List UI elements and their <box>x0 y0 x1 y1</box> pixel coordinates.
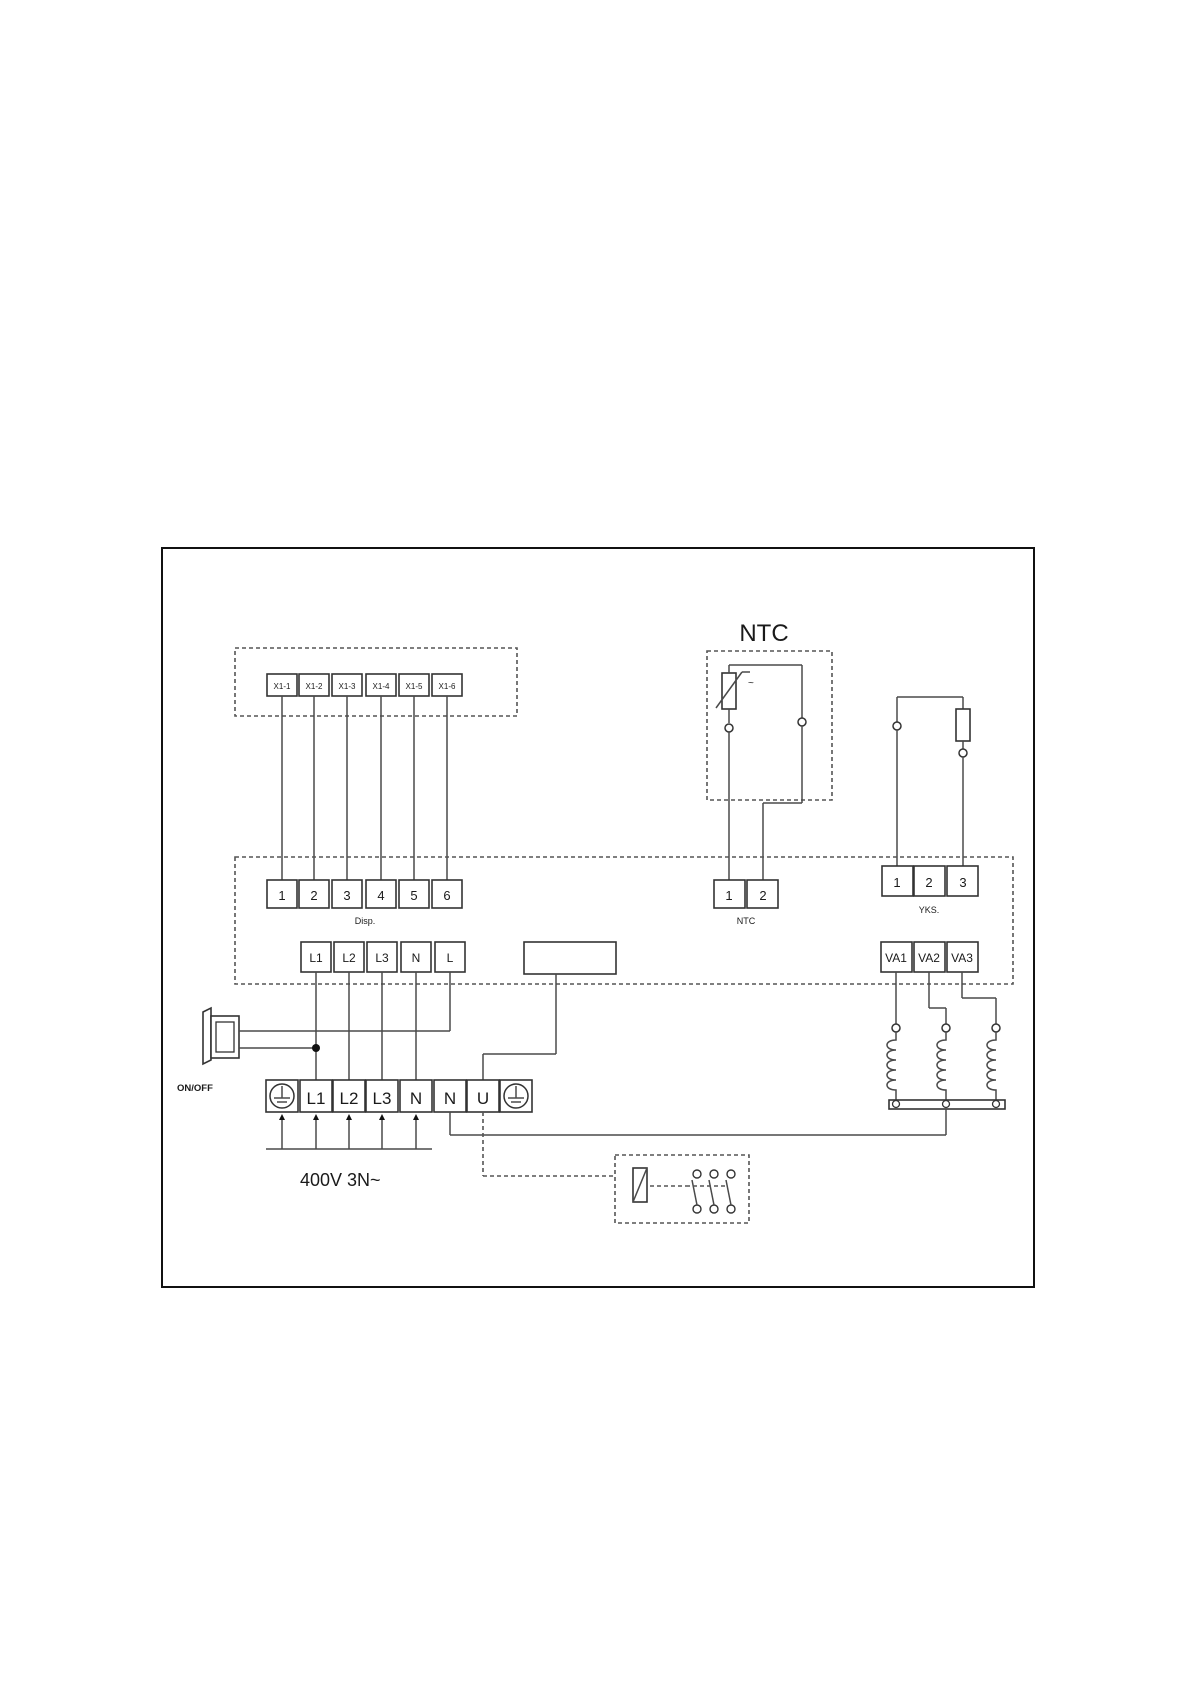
main-terminal: L1 <box>300 1080 332 1112</box>
display-terminal-label: X1-6 <box>439 682 456 691</box>
heater-elements <box>887 972 1005 1109</box>
main-terminal-label: N <box>410 1089 422 1108</box>
ntc-terminal-label: 2 <box>759 888 766 903</box>
main-terminal-label: L1 <box>307 1089 326 1108</box>
disp-terminal-label: 6 <box>443 888 450 903</box>
va-terminal-label: VA1 <box>885 951 907 965</box>
board-power-terminal: N <box>401 942 431 972</box>
display-terminal: X1-1 <box>267 674 297 696</box>
disp-terminal-block: 1 2 3 4 5 6 <box>267 880 462 908</box>
heater-element-icon <box>887 1032 896 1102</box>
board-power-terminal: L3 <box>367 942 397 972</box>
display-terminal: X1-6 <box>432 674 462 696</box>
va-terminal-label: VA3 <box>951 951 973 965</box>
heater-element-icon <box>987 1032 996 1102</box>
yks-terminal: 2 <box>914 866 945 896</box>
board-relay-module <box>524 942 616 974</box>
yks-terminal-label: 2 <box>925 875 932 890</box>
disp-terminal-label: 2 <box>310 888 317 903</box>
earth-terminal <box>500 1080 532 1112</box>
board-power-terminal-label: L <box>447 951 454 965</box>
main-terminal: N <box>400 1080 432 1112</box>
yks-terminal-label: 3 <box>959 875 966 890</box>
main-terminal-block: L1 L2 L3 N N U <box>266 1080 532 1112</box>
main-terminal-label: N <box>444 1089 456 1108</box>
thermistor-icon: ~ <box>716 672 754 709</box>
ntc-sensor-wiring <box>725 665 806 880</box>
ntc-terminal-label-caption: NTC <box>737 916 756 926</box>
va-terminal: VA2 <box>914 942 945 972</box>
ntc-terminal: 2 <box>747 880 778 908</box>
ntc-terminal-label: 1 <box>725 888 732 903</box>
supply-voltage-label: 400V 3N~ <box>300 1170 381 1190</box>
board-power-terminal: L1 <box>301 942 331 972</box>
svg-text:~: ~ <box>748 678 754 689</box>
board-power-terminal-label: L3 <box>375 951 389 965</box>
contactor-icon <box>633 1168 735 1213</box>
board-power-terminal-label: L2 <box>342 951 356 965</box>
va-terminal-block: VA1 VA2 VA3 <box>881 942 978 972</box>
ntc-terminal-block: 1 2 <box>714 880 778 908</box>
disp-terminal: 2 <box>299 880 329 908</box>
yks-label: YKS. <box>919 905 940 915</box>
ntc-title: NTC <box>739 620 788 647</box>
main-terminal: N <box>434 1080 466 1112</box>
board-power-terminal: L2 <box>334 942 364 972</box>
on-off-switch-icon <box>203 1008 450 1064</box>
board-power-terminal-label: L1 <box>309 951 323 965</box>
earth-terminal <box>266 1080 298 1112</box>
display-terminal-block: X1-1 X1-2 X1-3 X1-4 X1-5 X1-6 <box>267 674 462 696</box>
disp-terminal: 5 <box>399 880 429 908</box>
supply-input-arrows <box>266 1114 432 1149</box>
disp-terminal-label: 4 <box>377 888 384 903</box>
disp-terminal-label: 5 <box>410 888 417 903</box>
yks-terminal: 3 <box>947 866 978 896</box>
disp-label: Disp. <box>355 916 376 926</box>
display-terminal: X1-4 <box>366 674 396 696</box>
va-terminal-label: VA2 <box>918 951 940 965</box>
display-terminal-label: X1-1 <box>274 682 291 691</box>
disp-terminal: 6 <box>432 880 462 908</box>
yks-sensor-wiring <box>893 697 970 878</box>
display-terminal-label: X1-3 <box>339 682 356 691</box>
display-terminal-label: X1-2 <box>306 682 323 691</box>
yks-terminal: 1 <box>882 866 913 896</box>
main-terminal-label: L2 <box>340 1089 359 1108</box>
on-off-label: ON/OFF <box>177 1083 213 1094</box>
contactor-control-link <box>483 1112 615 1176</box>
yks-terminal-label: 1 <box>893 875 900 890</box>
disp-terminal-label: 1 <box>278 888 285 903</box>
ntc-terminal: 1 <box>714 880 745 908</box>
display-cable <box>282 696 447 880</box>
heater-element-icon <box>937 1032 946 1102</box>
board-power-terminal: L <box>435 942 465 972</box>
supply-wiring <box>312 972 556 1080</box>
neutral-return-wire <box>450 1109 946 1135</box>
disp-terminal: 4 <box>366 880 396 908</box>
yks-terminal-block: 1 2 3 <box>882 866 978 896</box>
display-terminal-label: X1-4 <box>373 682 390 691</box>
board-power-terminal-block: L1 L2 L3 N L <box>301 942 465 972</box>
main-terminal-label: U <box>477 1089 489 1108</box>
display-terminal: X1-2 <box>299 674 329 696</box>
display-terminal: X1-5 <box>399 674 429 696</box>
main-terminal: L3 <box>366 1080 398 1112</box>
disp-terminal-label: 3 <box>343 888 350 903</box>
disp-terminal: 1 <box>267 880 297 908</box>
main-terminal-label: L3 <box>373 1089 392 1108</box>
display-terminal-label: X1-5 <box>406 682 423 691</box>
main-terminal: U <box>467 1080 499 1112</box>
va-terminal: VA1 <box>881 942 912 972</box>
main-terminal: L2 <box>333 1080 365 1112</box>
resistor-icon <box>956 709 970 741</box>
board-power-terminal-label: N <box>412 951 421 965</box>
display-terminal: X1-3 <box>332 674 362 696</box>
va-terminal: VA3 <box>947 942 978 972</box>
disp-terminal: 3 <box>332 880 362 908</box>
